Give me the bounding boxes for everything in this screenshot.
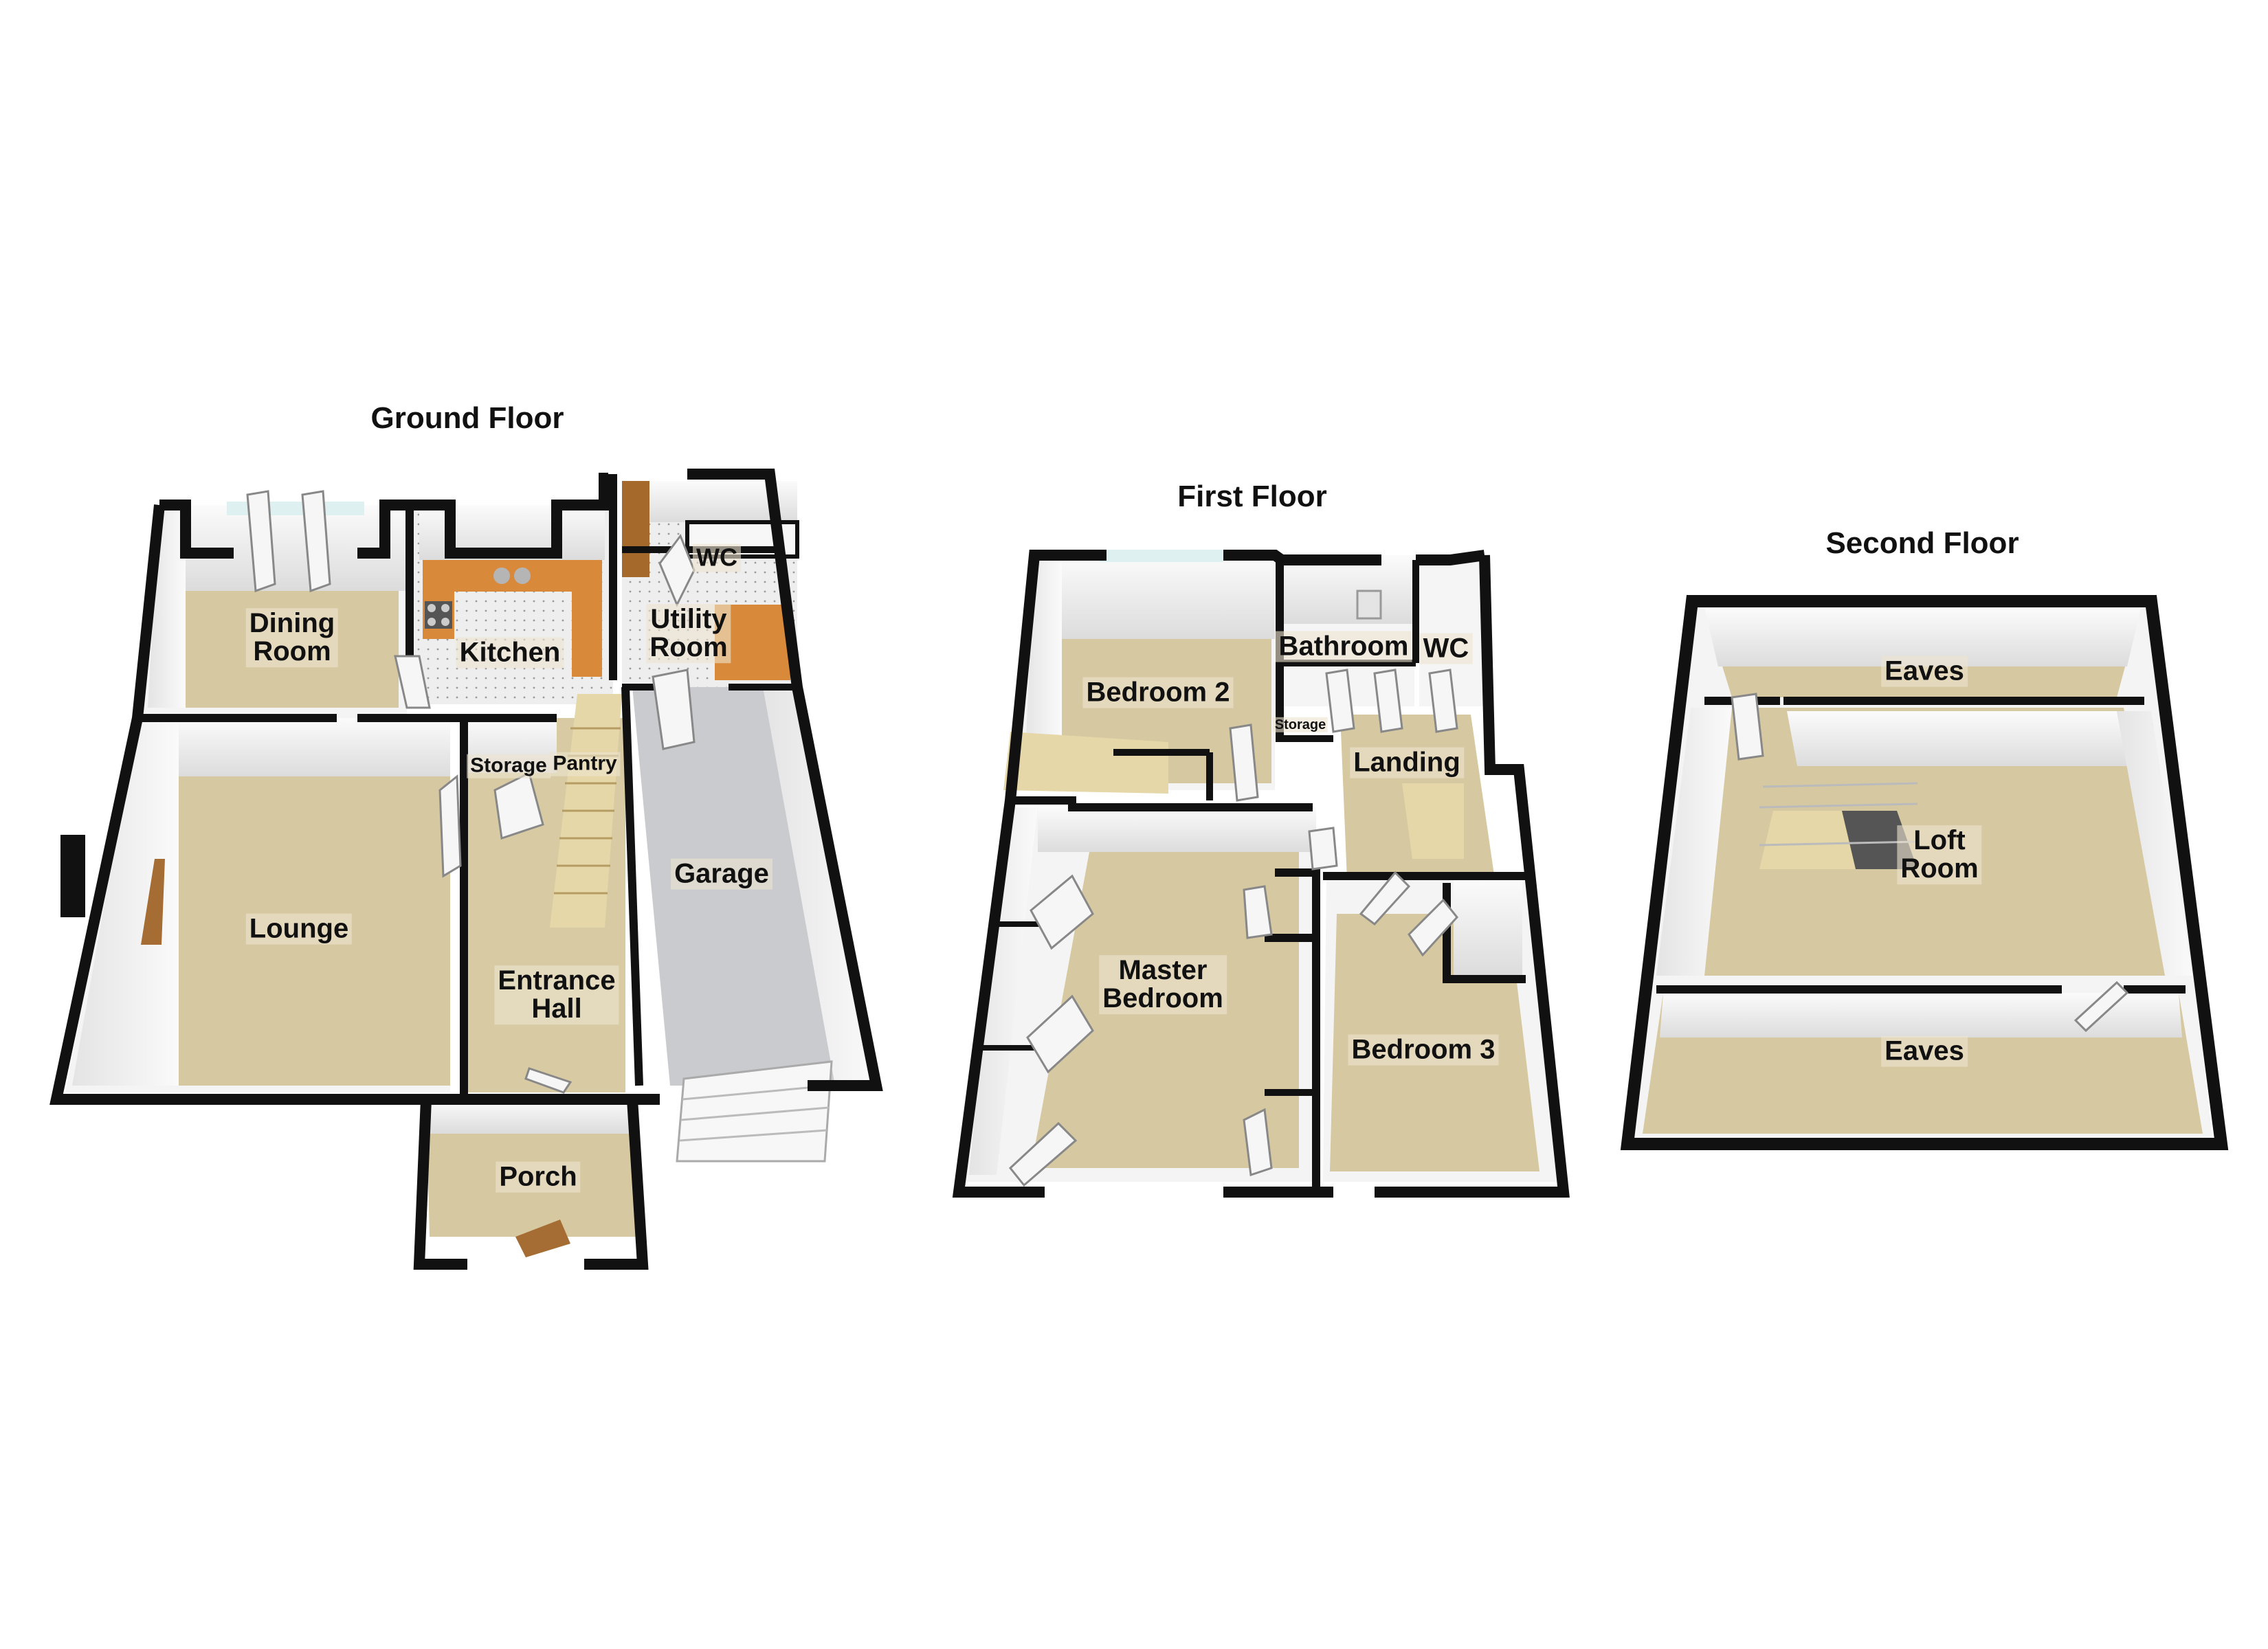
first-floor-plan	[952, 550, 1570, 1198]
first-floor-doors	[1008, 669, 1458, 1187]
porch-label: Porch	[496, 1161, 581, 1193]
lounge-label: Lounge	[245, 913, 353, 945]
ground-floor-title: Ground Floor	[370, 401, 564, 435]
first-wc-label: WC	[1419, 633, 1473, 664]
first-floor-title: First Floor	[1177, 480, 1327, 513]
landing-area	[1340, 715, 1495, 879]
bathroom-label: Bathroom	[1275, 631, 1412, 662]
second-floor-walls	[1620, 595, 2229, 1150]
utility-room-label: Utility Room	[646, 604, 731, 663]
bedroom-3-label: Bedroom 3	[1348, 1034, 1499, 1066]
ground-floor-plan	[49, 469, 883, 1270]
ground-floor-doors	[246, 490, 696, 1094]
bathroom-area	[1284, 555, 1488, 706]
eaves-bottom-label: Eaves	[1881, 1035, 1968, 1067]
eaves-top-label: Eaves	[1881, 655, 1968, 687]
storage-label: Storage	[467, 754, 551, 778]
kitchen-label: Kitchen	[456, 637, 564, 669]
garage-label: Garage	[671, 858, 772, 890]
kitchen-area	[410, 505, 613, 704]
loft-room-label: Loft Room	[1897, 825, 1982, 884]
lounge-area	[60, 718, 450, 1092]
second-floor-doors	[1731, 693, 2129, 1033]
ground-wc-label: WC	[693, 543, 741, 572]
eaves-top-area	[1704, 608, 2141, 697]
second-floor-title: Second Floor	[1825, 526, 2019, 560]
dining-room-label: Dining Room	[245, 608, 339, 667]
master-bedroom-label: Master Bedroom	[1099, 955, 1227, 1014]
ground-floor-walls	[49, 469, 883, 1270]
first-storage-label: Storage	[1272, 717, 1328, 733]
bedroom-2-area	[1003, 550, 1275, 794]
pantry-label: Pantry	[549, 752, 621, 776]
entrance-hall-label: Entrance Hall	[494, 965, 619, 1024]
landing-label: Landing	[1350, 747, 1464, 778]
bedroom-2-label: Bedroom 2	[1082, 677, 1234, 708]
